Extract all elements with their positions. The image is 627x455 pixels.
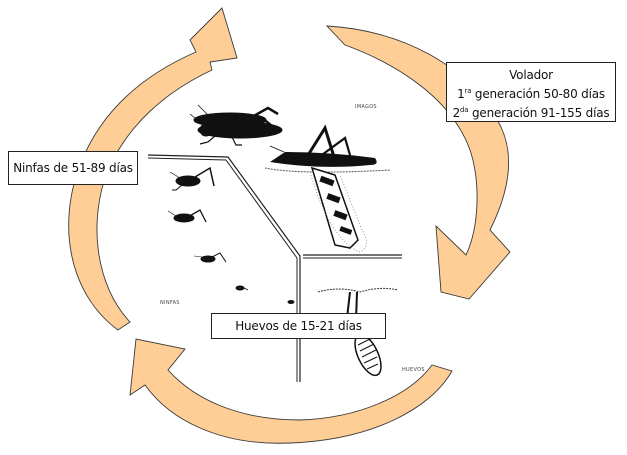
nymph-hatchling [287, 300, 295, 304]
ninfas-stage-label: Ninfas de 51-89 días [8, 151, 138, 185]
gen2-number: 2 [452, 106, 461, 120]
huevos-label-text: Huevos de 15-21 días [235, 319, 362, 333]
nymph-medium [167, 209, 207, 223]
volador-first-generation: 1ra generación 50-80 días [447, 83, 615, 102]
nymph-large [169, 166, 215, 191]
gen1-text: generación 50-80 días [471, 87, 605, 101]
nymph-tiny [235, 285, 249, 291]
nymph-small [193, 252, 227, 263]
gen2-ordinal: da [460, 106, 469, 114]
huevos-stage-label: Huevos de 15-21 días [211, 313, 386, 339]
ninfas-caption: NINFAS [160, 300, 180, 306]
female-laying-eggs-illustration [264, 124, 391, 253]
imagos-mating-pair-illustration [189, 104, 283, 146]
volador-second-generation: 2da generación 91-155 días [447, 102, 615, 121]
ninfas-illustration [167, 166, 295, 304]
gen1-number: 1 [457, 87, 465, 101]
gen2-text: generación 91-155 días [468, 106, 610, 120]
gen1-ordinal: ra [464, 87, 472, 95]
arrow-huevos-to-ninfas [129, 338, 453, 444]
volador-title: Volador [509, 68, 553, 82]
imagos-caption: IMAGOS [355, 104, 377, 110]
huevos-caption: HUEVOS [402, 367, 425, 373]
ninfas-label-text: Ninfas de 51-89 días [13, 161, 133, 175]
cycle-arrows [68, 7, 511, 444]
volador-stage-label: Volador 1ra generación 50-80 días 2da ge… [446, 62, 616, 122]
